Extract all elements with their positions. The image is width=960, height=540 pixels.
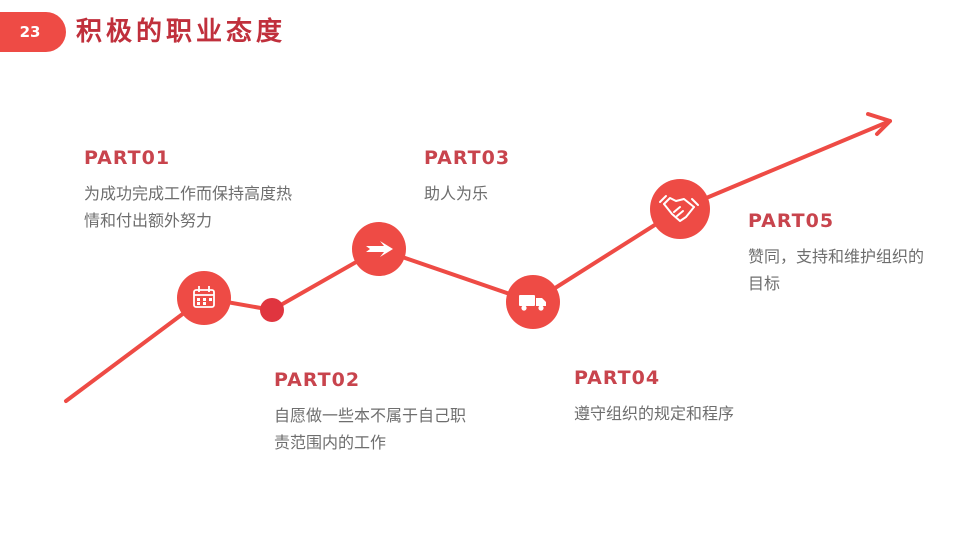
part-description: 自愿做一些本不属于自己职责范围内的工作 [274, 406, 467, 452]
node-part02 [260, 298, 284, 322]
page-title: 积极的职业态度 [76, 17, 287, 47]
part-01: PART01 为成功完成工作而保持高度热情和付出额外努力 [84, 146, 299, 234]
part-03: PART03 助人为乐 [424, 146, 624, 207]
part-description: 为成功完成工作而保持高度热情和付出额外努力 [84, 184, 293, 230]
arrow-icon [366, 241, 393, 257]
page-number: 23 [19, 23, 41, 41]
page-number-badge: 23 [0, 12, 66, 52]
growth-arrowhead [866, 112, 892, 136]
node-part04 [506, 275, 560, 329]
truck-icon [519, 295, 546, 311]
calendar-icon [193, 286, 215, 308]
handshake-icon [659, 195, 699, 222]
part-heading: PART01 [84, 147, 171, 169]
part-02: PART02 自愿做一些本不属于自己职责范围内的工作 [274, 368, 474, 456]
part-description: 遵守组织的规定和程序 [574, 404, 735, 423]
part-heading: PART05 [748, 210, 835, 232]
part-description: 助人为乐 [424, 184, 489, 203]
node-part05 [650, 179, 710, 239]
part-description: 赞同，支持和维护组织的目标 [748, 247, 925, 293]
part-heading: PART02 [274, 369, 361, 391]
part-05: PART05 赞同，支持和维护组织的目标 [748, 209, 928, 297]
part-heading: PART04 [574, 367, 661, 389]
node-part01 [177, 271, 231, 325]
node-part03 [352, 222, 406, 276]
part-04: PART04 遵守组织的规定和程序 [574, 366, 794, 427]
part-heading: PART03 [424, 147, 511, 169]
